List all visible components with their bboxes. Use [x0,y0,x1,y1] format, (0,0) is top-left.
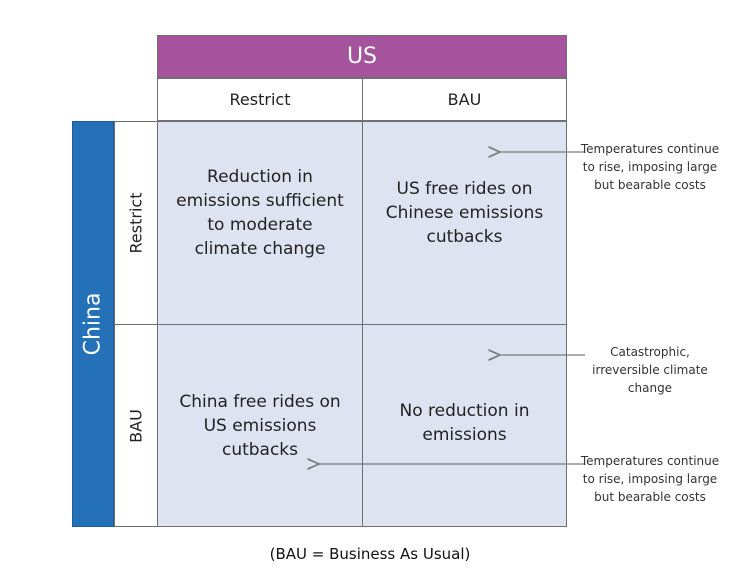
cell-restrict-restrict: Reduction in emissions sufficient to mod… [157,121,363,325]
note-bottom-text: Temperatures continue to rise, imposing … [580,454,720,504]
note-top: Temperatures continue to rise, imposing … [575,140,725,194]
column-label-restrict: Restrict [229,90,291,109]
footnote-text: (BAU = Business As Usual) [269,545,471,563]
cell-text-restrict-bau: US free rides on Chinese emissions cutba… [385,179,544,247]
column-header-bau: BAU [362,78,567,121]
cell-text-bau-bau: No reduction in emissions [399,400,530,445]
note-middle-text: Catastrophic, irreversible climate chang… [592,345,708,395]
cell-text-bau-restrict: China free rides on US emissions cutback… [179,391,341,460]
column-header-restrict: Restrict [157,78,363,121]
cell-bau-bau: No reduction in emissions [362,324,567,527]
cell-text-restrict-restrict: Reduction in emissions sufficient to mod… [176,167,344,259]
us-label: US [346,44,378,69]
cell-restrict-bau: US free rides on Chinese emissions cutba… [362,121,567,325]
footnote: (BAU = Business As Usual) [0,545,740,563]
us-player-header: US [157,35,567,78]
row-header-restrict: Restrict [114,121,158,325]
cell-bau-restrict: China free rides on US emissions cutback… [157,324,363,527]
note-middle: Catastrophic, irreversible climate chang… [575,343,725,397]
row-header-bau: BAU [114,324,158,527]
note-top-text: Temperatures continue to rise, imposing … [580,142,720,192]
note-bottom: Temperatures continue to rise, imposing … [575,452,725,506]
column-label-bau: BAU [447,90,482,109]
china-player-bar [72,121,114,527]
